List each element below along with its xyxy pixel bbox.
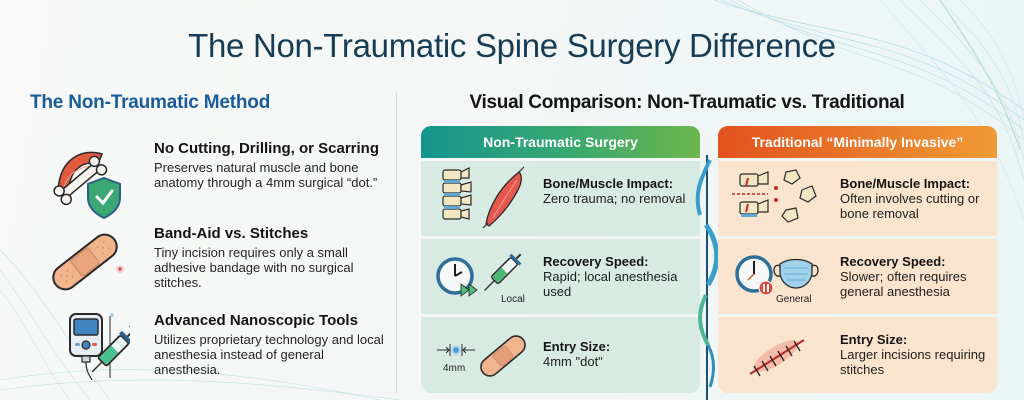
row-text: Larger incisions requiring stitches [840,347,986,377]
feature-no-cutting: No Cutting, Drilling, or Scarring Preser… [30,140,390,230]
comparison-row-entry-size: 4mm Entry Size: 4mm "dot" [421,317,700,393]
stitched-incision-icon [749,339,805,377]
column-header: Traditional “Minimally Invasive” [718,126,997,158]
row-title: Entry Size: [840,332,908,347]
feature-title: No Cutting, Drilling, or Scarring [154,140,379,157]
page-title: The Non-Traumatic Spine Surgery Differen… [188,27,836,64]
bone-muscle-shield-icon [53,151,121,220]
icon-label-local: Local [501,294,525,305]
spine-separator-icon [695,155,720,400]
column-non-traumatic: Non-Traumatic Surgery Bone/ [421,126,700,397]
feature-title: Advanced Nanoscopic Tools [154,312,358,329]
icon-label-4mm: 4mm [443,363,466,374]
column-header: Non-Traumatic Surgery [421,126,700,158]
feature-description: Utilizes proprietary technology and loca… [154,332,384,377]
comparison-row-bone-muscle: Bone/Muscle Impact: Zero trauma; no remo… [421,161,700,236]
row-title: Entry Size: [543,339,611,354]
row-title: Bone/Muscle Impact: [840,176,971,191]
column-traditional: Traditional “Minimally Invasive” Bone/Mu… [718,126,997,397]
damaged-spine-icon [732,169,817,223]
monitor-syringe-icon [69,313,130,381]
comparison-title: Visual Comparison: Non-Traumatic vs. Tra… [469,92,905,113]
slow-clock-mask-icon [735,255,819,296]
row-title: Recovery Speed: [543,254,649,269]
fast-clock-syringe-icon [436,253,522,297]
comparison-row-bone-muscle: Bone/Muscle Impact: Often involves cutti… [718,161,997,236]
comparison-row-recovery: Local Recovery Speed: Rapid; local anest… [421,239,700,314]
feature-description: Tiny incision requires only a small adhe… [154,245,354,290]
row-text: Rapid; local anesthesia used [543,269,678,299]
feature-nanoscopic-tools: Advanced Nanoscopic Tools Utilizes propr… [30,312,390,400]
healthy-spine-muscle-icon [442,166,525,229]
row-text: Often involves cutting or bone removal [840,191,980,221]
panel-divider [396,93,397,393]
row-text: Zero trauma; no removal [543,191,686,206]
feature-description: Preserves natural muscle and bone anatom… [154,160,378,190]
row-text: Slower; often requires general anesthesi… [840,269,967,299]
bandage-icon [52,233,124,291]
feature-title: Band-Aid vs. Stitches [154,225,309,242]
row-title: Bone/Muscle Impact: [543,176,674,191]
feature-bandaid: Band-Aid vs. Stitches Tiny incision requ… [30,225,390,315]
comparison-row-entry-size: Entry Size: Larger incisions requiring s… [718,317,997,393]
left-panel-title: The Non-Traumatic Method [30,92,271,113]
comparison-row-recovery: General Recovery Speed: Slower; often re… [718,239,997,314]
row-title: Recovery Speed: [840,254,946,269]
row-text: 4mm "dot" [543,354,603,369]
dot-bandage-icon [437,335,526,377]
icon-label-general: General [776,294,812,305]
